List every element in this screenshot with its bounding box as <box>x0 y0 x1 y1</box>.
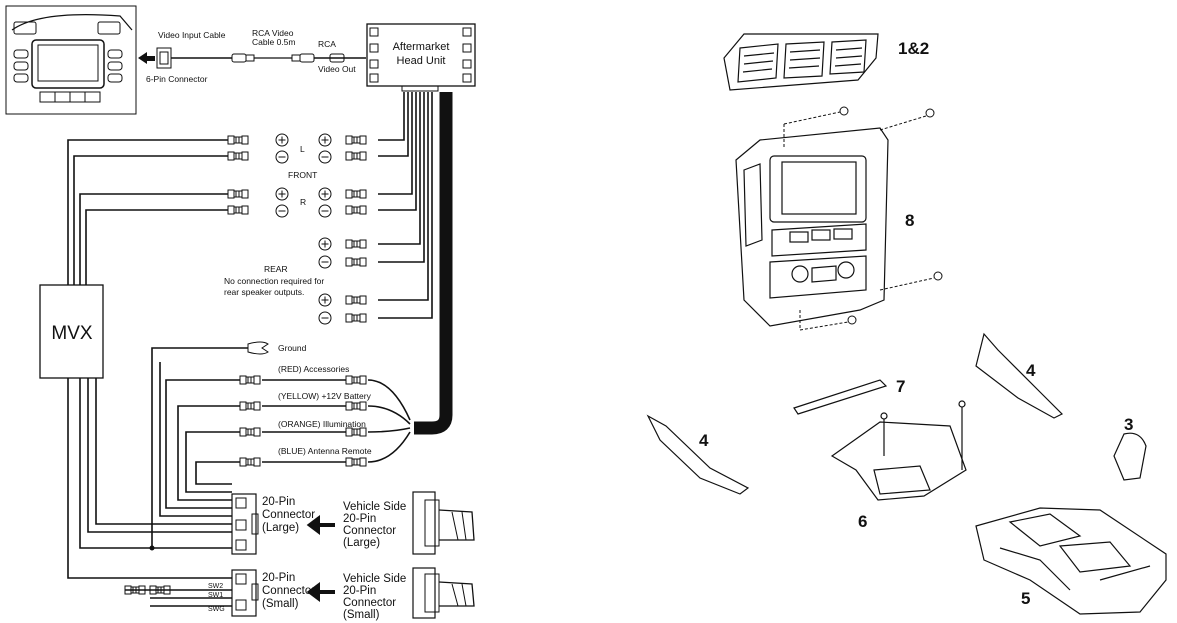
sw1-label: SW1 <box>208 592 223 599</box>
video-input-cable-label: Video Input Cable <box>158 30 226 40</box>
speaker-wires-left <box>67 139 228 285</box>
vehicle-connector-large-icon <box>412 491 475 555</box>
speaker-left-label: L <box>300 144 305 154</box>
callout-8: 8 <box>905 211 914 230</box>
side-trim-right-part <box>975 332 1064 419</box>
aftermarket-head-unit <box>366 23 476 92</box>
vehicle-large-label-2: 20-Pin <box>343 513 376 525</box>
mvx-label: MVX <box>51 323 93 344</box>
connector-large-label-1: 20-Pin <box>262 496 295 508</box>
connector-small-label-3: (Small) <box>262 598 299 610</box>
wire-label-orange: (ORANGE) Illumination <box>278 419 366 429</box>
rca-video-label-1: RCA Video <box>252 28 294 38</box>
vehicle-small-label-3: Connector <box>343 597 396 609</box>
power-wires <box>159 362 411 517</box>
rca-out-label-2: Video Out <box>318 64 356 74</box>
vehicle-connector-small-icon <box>412 567 475 619</box>
shift-knob-part <box>1113 432 1147 481</box>
switch-wires <box>125 589 232 607</box>
arrow-small-icon <box>306 582 335 602</box>
speaker-rear-label: REAR <box>264 264 288 274</box>
speaker-front-label: FRONT <box>288 170 317 180</box>
trim-strip-part <box>793 379 888 415</box>
callout-5: 5 <box>1021 589 1030 608</box>
rca-video-cable <box>231 53 366 63</box>
vehicle-large-label-1: Vehicle Side <box>343 501 406 513</box>
side-trim-left-part <box>646 414 750 495</box>
dashboard-inset <box>5 5 137 115</box>
mvx-output-wires <box>67 378 232 579</box>
vehicle-large-label-4: (Large) <box>343 537 380 549</box>
main-harness-bundle <box>414 92 453 435</box>
video-input-cable <box>138 47 232 69</box>
air-vents-part <box>723 33 879 91</box>
speaker-wires-right <box>378 92 433 319</box>
callout-3: 3 <box>1124 415 1133 434</box>
connector-large <box>231 493 259 555</box>
ground-wire <box>149 341 269 551</box>
center-console-panel-part <box>735 127 889 327</box>
wire-label-blue: (BLUE) Antenna Remote <box>278 446 372 456</box>
arrow-large-icon <box>306 515 335 535</box>
rca-video-label-2: Cable 0.5m <box>252 37 295 47</box>
connector-large-label-2: Connector <box>262 509 315 521</box>
console-bracket-part <box>830 400 967 501</box>
connector-large-label-3: (Large) <box>262 522 299 534</box>
callout-1-and-2: 1&2 <box>898 39 929 58</box>
speaker-plugs-right <box>345 135 367 323</box>
vehicle-small-label-4: (Small) <box>343 609 380 621</box>
ground-label: Ground <box>278 343 307 353</box>
six-pin-connector-label: 6-Pin Connector <box>146 74 208 84</box>
callout-6: 6 <box>858 512 867 531</box>
wire-label-red: (RED) Accessories <box>278 364 349 374</box>
rca-out-label-1: RCA <box>318 39 336 49</box>
callout-7: 7 <box>896 377 905 396</box>
screws-and-leader-lines <box>783 106 943 331</box>
head-unit-label-2: Head Unit <box>397 55 446 67</box>
mvx-module <box>39 284 104 379</box>
connector-small <box>231 569 259 617</box>
swg-label: SWG <box>208 606 225 613</box>
connector-small-label-1: 20-Pin <box>262 572 295 584</box>
callout-4-left: 4 <box>699 431 709 450</box>
vehicle-large-label-3: Connector <box>343 525 396 537</box>
wire-label-yellow: (YELLOW) +12V Battery <box>278 391 372 401</box>
speaker-right-label: R <box>300 197 306 207</box>
sw2-label: SW2 <box>208 583 223 590</box>
speaker-plugs-left <box>227 135 249 215</box>
vehicle-small-label-2: 20-Pin <box>343 585 376 597</box>
rear-note-line1: No connection required for <box>224 276 324 286</box>
callout-4-right: 4 <box>1026 361 1036 380</box>
head-unit-label-1: Aftermarket <box>393 41 450 53</box>
vehicle-small-label-1: Vehicle Side <box>343 573 406 585</box>
rear-note-line2: rear speaker outputs. <box>224 287 304 297</box>
lower-console-part <box>975 507 1167 615</box>
connector-small-label-2: Connector <box>262 585 315 597</box>
